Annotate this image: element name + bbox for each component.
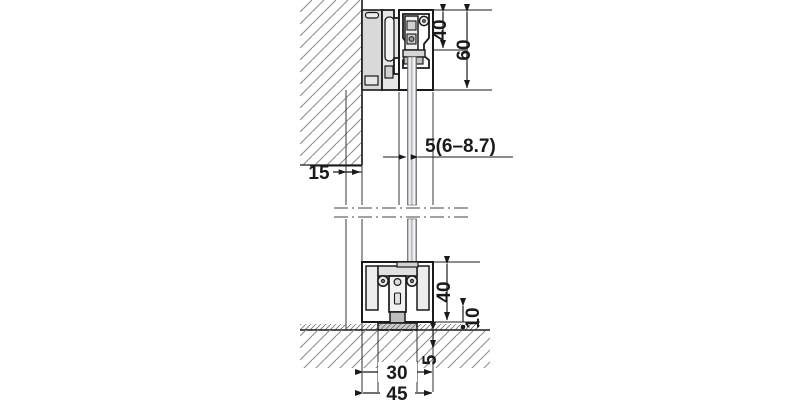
dimension-group-top: 40 60 xyxy=(430,4,492,91)
floor-screed-band xyxy=(300,324,480,330)
top-roller-axle xyxy=(422,19,426,23)
dim-dot-10-bottom xyxy=(460,324,466,330)
bottom-roller-right-axle xyxy=(409,278,415,284)
adapter-fixing-block xyxy=(384,65,394,79)
wall-hatch-fill xyxy=(300,0,362,165)
glass-leaf-upper xyxy=(407,56,417,206)
construction-lines-middle xyxy=(345,90,434,205)
glass-clamp-upper xyxy=(402,49,426,58)
dim-label-30-bottom: 30 xyxy=(386,363,407,384)
guide-pin-slot xyxy=(393,292,402,305)
dim-label-60-top: 60 xyxy=(454,39,475,60)
dim-label-45-bottom: 45 xyxy=(386,384,408,400)
carriage-axle-dot xyxy=(408,36,415,42)
glass-panel-upper xyxy=(407,56,417,206)
glass-leaf-lower xyxy=(407,218,417,267)
dim-label-40-top: 40 xyxy=(430,19,451,40)
dim-label-glass-thickness: 5(6–8.7) xyxy=(425,136,496,157)
dim-label-30-bg xyxy=(378,362,417,382)
dim-label-40-bottom: 40 xyxy=(434,281,455,302)
floor-hatch-fill xyxy=(300,330,490,368)
dimension-group-bottom: 40 10 5 30 45 xyxy=(355,256,490,400)
floor-guide-stem xyxy=(389,311,406,324)
dim-label-10-bottom: 10 xyxy=(463,307,484,328)
construction-lines-lower xyxy=(345,219,363,330)
wall-section xyxy=(300,0,363,166)
dim-label-5-bottom: 5 xyxy=(420,354,441,365)
bottom-roller-left-axle xyxy=(380,278,386,284)
clamp-cap-lower xyxy=(396,261,419,268)
rail-left-leg xyxy=(365,265,379,311)
bottom-guide-assembly xyxy=(361,261,434,331)
glass-panel-lower xyxy=(407,218,417,267)
dim-label-15: 15 xyxy=(308,163,330,184)
dim-label-45-bg xyxy=(380,383,415,400)
bracket-lower-lug xyxy=(364,75,379,86)
break-line-group xyxy=(334,207,470,218)
clamp-screw-right xyxy=(415,56,424,65)
adapter-slot xyxy=(384,16,395,62)
carriage-upper-slot xyxy=(406,20,417,31)
bracket-top-cap xyxy=(364,11,380,19)
rail-right-leg xyxy=(416,265,430,311)
guide-pin-head xyxy=(393,278,402,287)
dimension-group-middle: 15 5(6–8.7) xyxy=(308,136,513,184)
top-track-assembly xyxy=(361,9,434,91)
floor-section xyxy=(300,324,490,368)
